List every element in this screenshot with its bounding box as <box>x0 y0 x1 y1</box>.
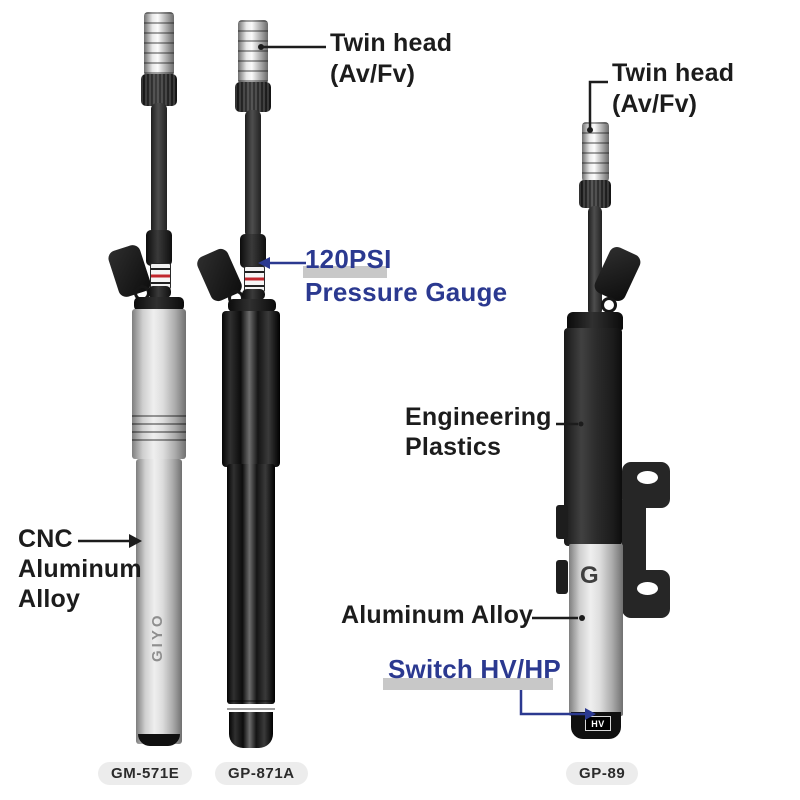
callout-cnc-line1: CNC <box>18 525 73 553</box>
cnc-arrow <box>129 534 142 548</box>
pump2-barrel-upper <box>222 311 280 467</box>
gauge-arrow <box>258 257 270 269</box>
pump1-head-collar <box>141 74 177 106</box>
pump2-barrel-lower <box>227 464 275 704</box>
pump1-barrel-upper <box>132 309 186 459</box>
pump3-barrel-aluminum <box>569 544 623 716</box>
pump3-twin-head <box>582 122 609 182</box>
aluminum-dot <box>579 615 585 621</box>
pump3-bracket-spine <box>622 500 646 578</box>
pump3-head-collar <box>579 180 611 208</box>
callout-twin-head-left-title: Twin head <box>330 29 453 57</box>
pump3-bracket-hole-bottom <box>637 582 658 595</box>
engineering-dot <box>578 421 584 427</box>
pump2-bottom-cap <box>229 712 273 748</box>
pump1-twin-head <box>144 12 174 76</box>
model-badge-gp89: GP-89 <box>566 762 639 785</box>
pump2-shoulder <box>228 299 276 312</box>
pump1-bottom-cap <box>138 734 180 746</box>
callout-twin-head-right-title: Twin head <box>612 59 735 87</box>
callout-switch-hv-hp: Switch HV/HP <box>388 654 561 684</box>
pump3-bracket-hole-top <box>637 471 658 484</box>
callout-cnc-line2: Aluminum <box>18 555 142 583</box>
twin-head-right-line <box>588 80 608 130</box>
pump2-head-collar <box>235 82 271 112</box>
pump3-top-collar <box>567 312 623 330</box>
callout-aluminum-alloy: Aluminum Alloy <box>341 601 534 629</box>
pump2-hose <box>245 110 261 238</box>
highlight-120psi <box>303 266 387 278</box>
pump1-barrel-lower <box>136 459 182 744</box>
callout-engineering-plastics: Engineering Plastics <box>405 402 552 462</box>
pump2-gauge-base <box>242 289 265 300</box>
callout-twin-head-right: Twin head (Av/Fv) <box>612 58 734 120</box>
pump3-hv-switch: HV <box>585 716 611 731</box>
model-badge-gm571e: GM-571E <box>98 762 193 785</box>
switch-line <box>519 689 586 716</box>
callout-twin-head-left: Twin head (Av/Fv) <box>330 28 452 90</box>
pump1-hose-joint <box>146 230 172 266</box>
pump1-gauge-base <box>148 286 171 298</box>
pump3-cap-ring <box>601 297 617 313</box>
callout-engineering-line2: Plastics <box>405 433 502 461</box>
pump3-clamp-tab-upper <box>556 505 568 539</box>
callout-pressure-gauge-title: 120PSI <box>305 244 392 274</box>
model-badge-gp871a: GP-871A <box>215 762 308 785</box>
callout-cnc-line3: Alloy <box>18 585 81 613</box>
pump3-clamp-tab-lower <box>556 560 568 594</box>
pump1-hose <box>151 103 167 235</box>
pump2-twin-head <box>238 20 268 84</box>
callout-pressure-gauge-subtitle: Pressure Gauge <box>305 277 508 307</box>
callout-twin-head-right-subtitle: (Av/Fv) <box>612 90 698 118</box>
pump1-shoulder <box>134 297 184 311</box>
callout-cnc-aluminum-alloy: CNC Aluminum Alloy <box>18 524 142 614</box>
pump3-body-plastic <box>564 328 622 546</box>
callout-pressure-gauge: 120PSI Pressure Gauge <box>305 243 507 309</box>
pump3-g-logo: G <box>580 562 599 589</box>
highlight-switch <box>383 678 553 690</box>
switch-arrow <box>585 708 596 720</box>
pump1-grip-rings <box>132 415 186 445</box>
callout-engineering-line1: Engineering <box>405 403 552 431</box>
callout-twin-head-left-subtitle: (Av/Fv) <box>330 60 416 88</box>
